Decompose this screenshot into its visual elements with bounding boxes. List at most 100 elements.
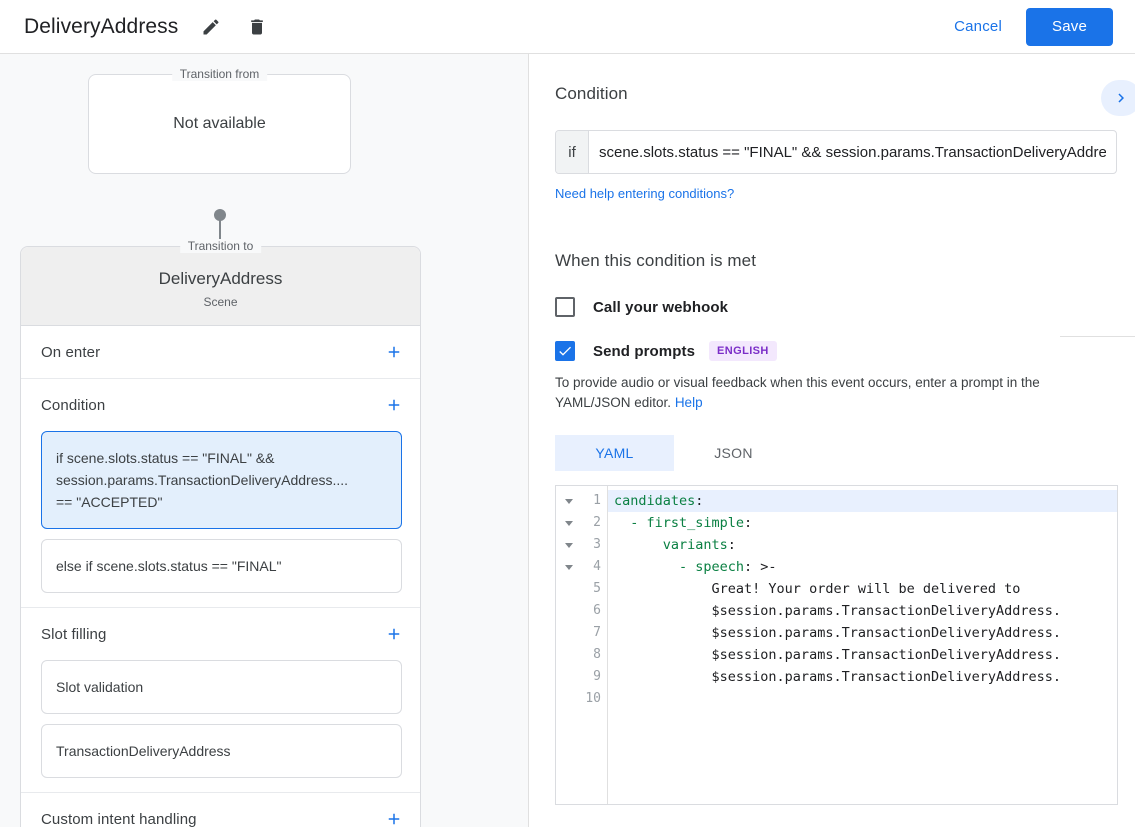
add-custom-intent-button[interactable]	[382, 807, 406, 827]
add-condition-button[interactable]	[382, 393, 406, 417]
when-met-heading: When this condition is met	[555, 251, 757, 270]
pencil-icon	[203, 18, 219, 34]
expand-panel-button[interactable]	[1101, 80, 1135, 116]
fold-toggle-icon[interactable]	[556, 556, 582, 578]
section-custom-intent-handling: Custom intent handling	[21, 793, 420, 827]
section-header-slot-filling[interactable]: Slot filling	[21, 608, 420, 660]
line-number: 2	[593, 515, 601, 530]
send-prompts-checkbox[interactable]	[555, 341, 575, 361]
fold-spacer	[556, 644, 582, 666]
transition-from-value: Not available	[173, 115, 266, 132]
condition-input[interactable]	[589, 131, 1116, 173]
code-line: $session.params.TransactionDeliveryAddre…	[614, 669, 1062, 685]
section-on-enter: On enter	[21, 326, 420, 379]
prompts-help-link[interactable]: Help	[674, 395, 703, 410]
language-badge: ENGLISH	[709, 341, 777, 361]
code-line: $session.params.TransactionDeliveryAddre…	[614, 625, 1062, 641]
condition-item[interactable]: else if scene.slots.status == "FINAL"	[41, 539, 402, 593]
plus-icon	[388, 628, 400, 640]
slot-item-validation[interactable]: Slot validation	[41, 660, 402, 714]
condition-help-link[interactable]: Need help entering conditions?	[555, 186, 735, 201]
fold-toggle-icon[interactable]	[556, 490, 582, 512]
code-line: candidates:	[608, 490, 1117, 512]
fold-toggle-icon[interactable]	[556, 534, 582, 556]
when-condition-met-section: When this condition is met Call your web…	[530, 251, 1135, 805]
line-number: 3	[593, 537, 601, 552]
section-title: Slot filling	[41, 625, 107, 643]
slot-item-transaction-delivery-address[interactable]: TransactionDeliveryAddress	[41, 724, 402, 778]
editor-code-area[interactable]: candidates: - first_simple: variants: - …	[608, 486, 1117, 804]
prompts-hint-text: To provide audio or visual feedback when…	[555, 375, 1040, 410]
slot-label: TransactionDeliveryAddress	[56, 743, 231, 759]
send-prompts-label: Send prompts	[593, 342, 696, 360]
fold-toggle-icon[interactable]	[556, 512, 582, 534]
line-number: 1	[593, 493, 601, 508]
trash-icon	[251, 19, 264, 34]
editor-format-tabs: YAML JSON	[555, 435, 1135, 471]
top-app-bar: DeliveryAddress Cancel Save	[0, 0, 1135, 54]
condition-detail-section: Condition if Need help entering conditio…	[530, 54, 1135, 203]
transition-from-box: Transition from Not available	[88, 67, 351, 174]
fold-spacer	[556, 578, 582, 600]
code-line: - first_simple:	[614, 515, 753, 531]
condition-line: else if scene.slots.status == "FINAL"	[56, 558, 282, 574]
condition-input-row: if	[555, 130, 1117, 174]
send-prompts-row: Send prompts ENGLISH	[555, 341, 1135, 361]
line-number: 4	[593, 559, 601, 574]
plus-icon	[388, 813, 400, 825]
scene-card-header: DeliveryAddress Scene	[21, 247, 420, 326]
call-webhook-checkbox[interactable]	[555, 297, 575, 317]
section-slot-filling: Slot filling Slot validation Transaction…	[21, 608, 420, 793]
condition-item-selected[interactable]: if scene.slots.status == "FINAL" && sess…	[41, 431, 402, 529]
code-line: Great! Your order will be delivered to	[614, 581, 1021, 597]
code-line: - speech: >-	[614, 559, 777, 575]
slot-label: Slot validation	[56, 679, 144, 695]
condition-line: session.params.TransactionDeliveryAddres…	[56, 472, 349, 488]
page-title: DeliveryAddress	[24, 14, 179, 38]
line-number: 7	[593, 625, 601, 640]
webhook-row: Call your webhook	[555, 297, 1135, 317]
section-header-condition[interactable]: Condition	[21, 379, 420, 431]
add-on-enter-button[interactable]	[382, 340, 406, 364]
section-header-custom-intent[interactable]: Custom intent handling	[21, 793, 420, 827]
section-condition: Condition if scene.slots.status == "FINA…	[21, 379, 420, 608]
cancel-button[interactable]: Cancel	[954, 18, 1002, 35]
section-title: Custom intent handling	[41, 810, 197, 827]
line-number: 5	[593, 581, 601, 596]
scene-card: Transition to DeliveryAddress Scene On e…	[20, 239, 421, 827]
condition-line: if scene.slots.status == "FINAL" &&	[56, 450, 275, 466]
line-number: 9	[593, 669, 601, 684]
section-header-on-enter[interactable]: On enter	[21, 326, 420, 378]
edit-button[interactable]	[196, 12, 226, 42]
condition-list: if scene.slots.status == "FINAL" && sess…	[21, 431, 420, 607]
call-webhook-label: Call your webhook	[593, 298, 729, 316]
code-line: variants:	[614, 537, 736, 553]
code-line	[608, 688, 1117, 710]
tab-yaml[interactable]: YAML	[555, 435, 674, 471]
fold-spacer	[556, 622, 582, 644]
transition-to-legend: Transition to	[179, 239, 262, 253]
tab-json[interactable]: JSON	[714, 445, 753, 461]
delete-button[interactable]	[242, 12, 272, 42]
section-divider	[1060, 336, 1135, 337]
section-title: Condition	[41, 396, 106, 414]
prompts-hint: To provide audio or visual feedback when…	[555, 373, 1117, 413]
fold-spacer	[556, 688, 582, 710]
plus-icon	[388, 346, 400, 358]
chevron-right-icon	[1118, 93, 1124, 103]
add-slot-button[interactable]	[382, 622, 406, 646]
scene-name: DeliveryAddress	[158, 269, 283, 288]
condition-heading: Condition	[555, 84, 628, 103]
condition-line: == "ACCEPTED"	[56, 494, 163, 510]
right-panel: Condition if Need help entering conditio…	[530, 54, 1135, 827]
code-line: $session.params.TransactionDeliveryAddre…	[614, 647, 1062, 663]
code-line: $session.params.TransactionDeliveryAddre…	[614, 603, 1062, 619]
fold-spacer	[556, 666, 582, 688]
check-icon	[559, 346, 571, 356]
fold-spacer	[556, 600, 582, 622]
save-button[interactable]: Save	[1026, 7, 1113, 46]
scene-type-label: Scene	[203, 295, 238, 309]
